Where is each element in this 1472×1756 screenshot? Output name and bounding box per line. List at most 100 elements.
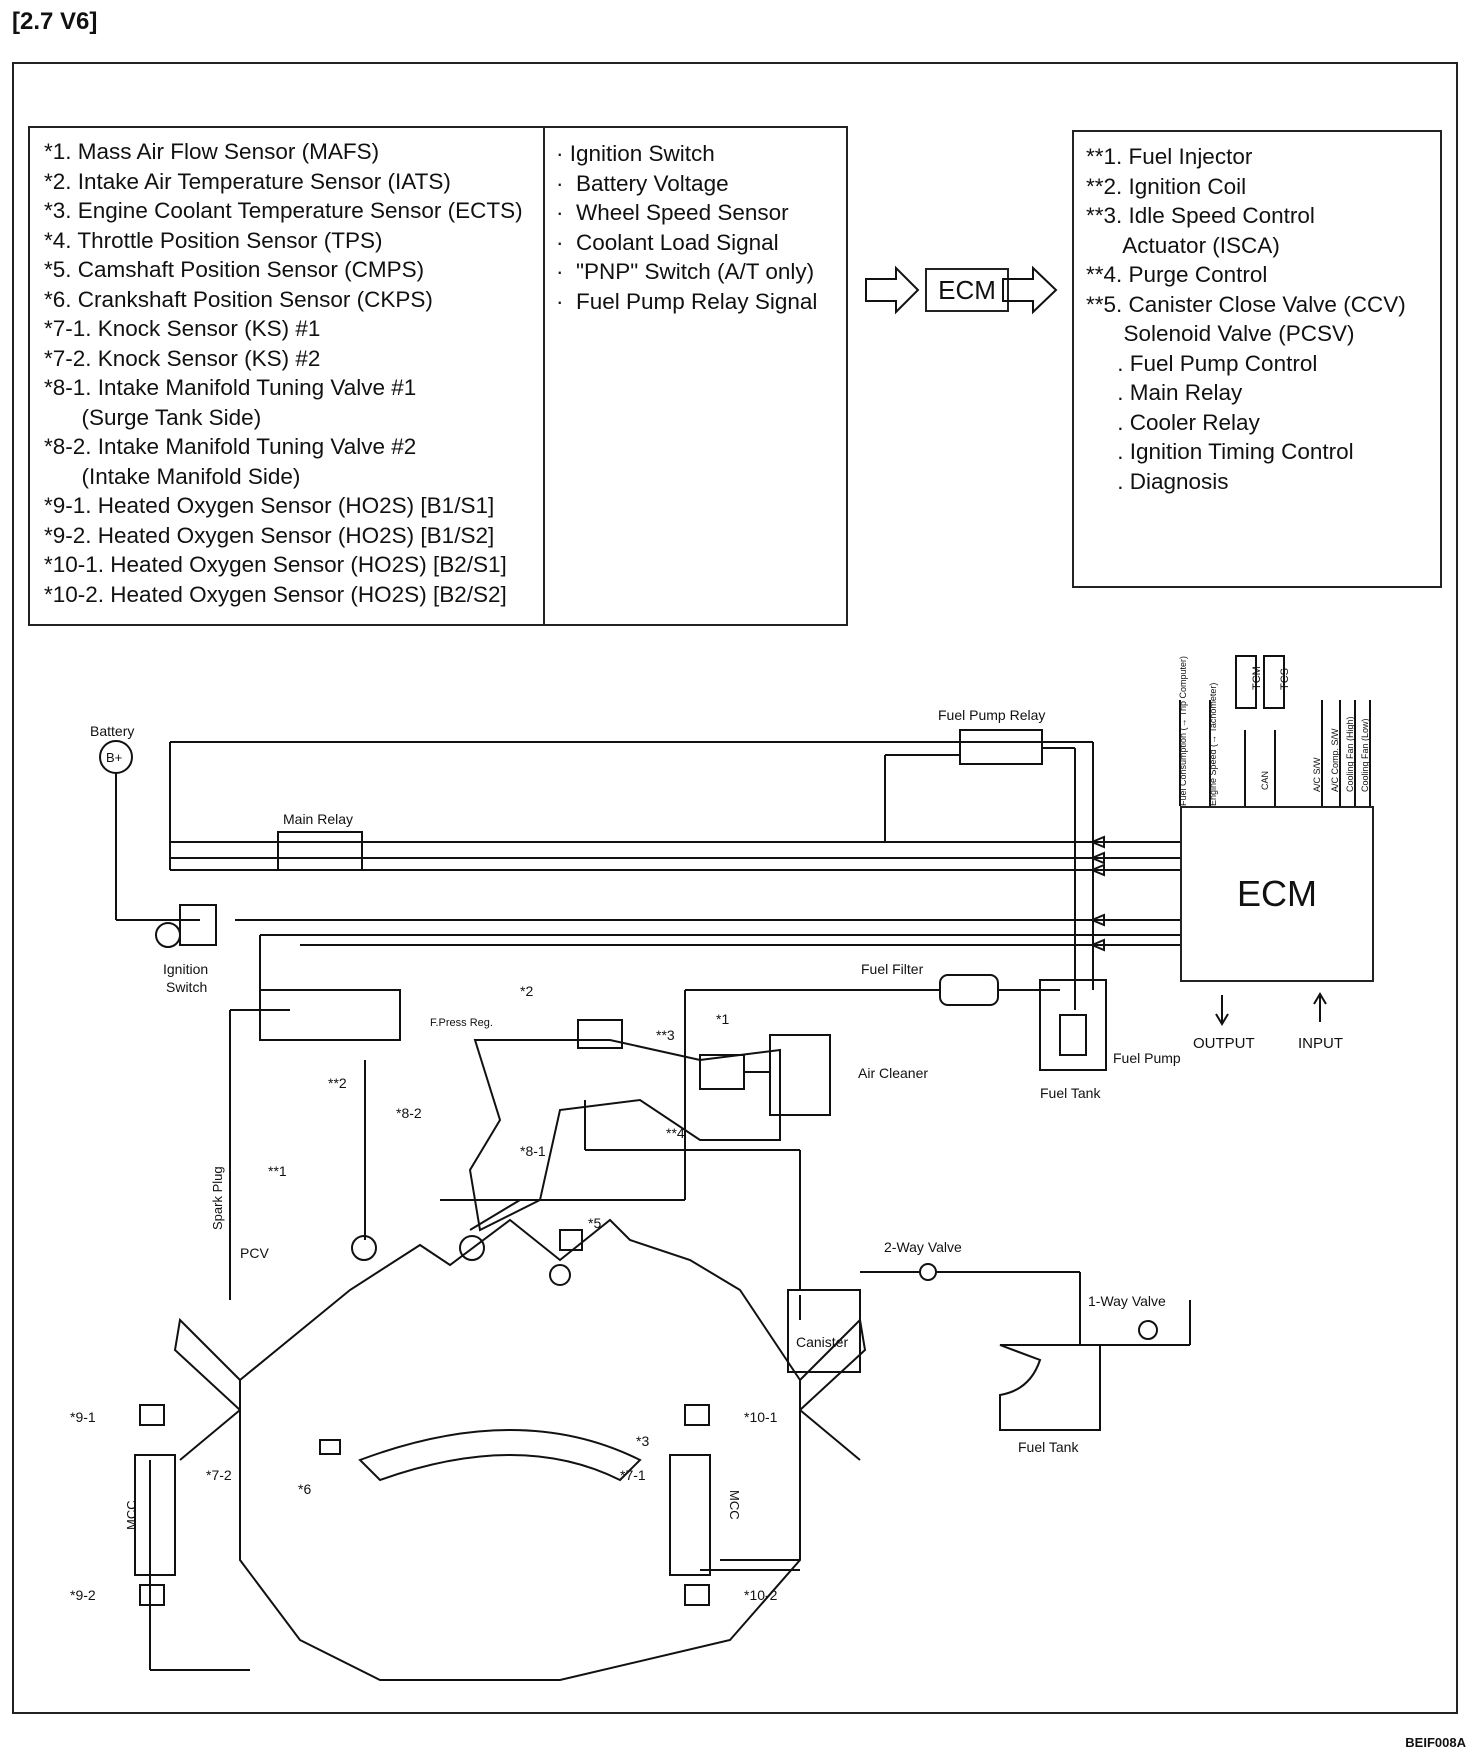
- callout-1b: **1: [268, 1163, 287, 1179]
- mcc-left-label: MCC: [124, 1500, 139, 1530]
- signal-item: · "PNP" Switch (A/T only): [556, 259, 815, 284]
- signal-item: · Fuel Pump Relay Signal: [556, 288, 818, 314]
- actuator-item: Actuator (ISCA): [1086, 232, 1280, 258]
- callout-91: *9-1: [70, 1409, 96, 1425]
- actuators-list: **1. Fuel Injector **2. Ignition Coil **3.…: [1086, 142, 1406, 496]
- sensor-item: *7-1. Knock Sensor (KS) #1: [44, 316, 321, 341]
- one-way-valve-label: 1-Way Valve: [1088, 1293, 1166, 1309]
- mcc-left-icon: [134, 1454, 176, 1576]
- sensors-list: *1. Mass Air Flow Sensor (MAFS) *2. Intak…: [44, 137, 523, 609]
- callout-2b: **2: [328, 1075, 347, 1091]
- tcs-box: [1263, 655, 1285, 709]
- sensor-item: (Intake Manifold Side): [44, 463, 301, 489]
- main-relay-icon: [277, 831, 363, 871]
- ecm-top-label-0: Fuel Consumption (→ Trip Computer): [1178, 656, 1188, 806]
- output-arrow-icon: [1002, 265, 1058, 315]
- ecm-top-label-4: A/C Comp. S/W: [1330, 728, 1340, 792]
- callout-3: *3: [636, 1433, 649, 1449]
- isca-icon: [577, 1019, 623, 1049]
- sensor-item: *5. Camshaft Position Sensor (CMPS): [44, 257, 425, 282]
- fuel-pump-icon: [1039, 979, 1107, 1071]
- sensor-item: *9-1. Heated Oxygen Sensor (HO2S) [B1/S1…: [44, 493, 495, 518]
- callout-2: *2: [520, 983, 533, 999]
- sensor-item: *7-2. Knock Sensor (KS) #2: [44, 345, 321, 371]
- battery-label: Battery: [90, 723, 134, 739]
- sensor-item: *1. Mass Air Flow Sensor (MAFS): [44, 139, 380, 164]
- sensor-item: *2. Intake Air Temperature Sensor (IATS): [44, 168, 451, 194]
- battery-symbol: B+: [106, 750, 122, 765]
- page-title: [2.7 V6]: [12, 8, 98, 35]
- fuel-pump-relay-label: Fuel Pump Relay: [938, 707, 1045, 723]
- canister-icon: [787, 1289, 861, 1373]
- actuator-item: . Cooler Relay: [1086, 409, 1260, 435]
- ecm-top-label-1: Engine Speed (→ Tachometer): [1208, 683, 1218, 806]
- callout-102: *10-2: [744, 1587, 778, 1603]
- tcs-label: TCS: [1279, 668, 1291, 690]
- signal-item: · Coolant Load Signal: [556, 229, 779, 255]
- sensor-item: *8-2. Intake Manifold Tuning Valve #2: [44, 434, 417, 459]
- callout-4: **4: [666, 1125, 685, 1141]
- output-label: OUTPUT: [1193, 1035, 1255, 1052]
- ecm-box-small: ECM: [925, 268, 1009, 312]
- callout-72: *7-2: [206, 1467, 232, 1483]
- right-bank: [799, 1317, 867, 1411]
- fuel-tank-top-label: Fuel Tank: [1040, 1085, 1101, 1101]
- mcc-right-label: MCC: [727, 1490, 742, 1520]
- actuator-item: Solenoid Valve (PCSV): [1086, 321, 1355, 346]
- table-divider: [543, 126, 545, 626]
- ignition-label-line2: Switch: [166, 979, 207, 995]
- callout-92: *9-2: [70, 1587, 96, 1603]
- tcm-label: TCM: [1251, 666, 1263, 690]
- callout-5: *5: [588, 1215, 601, 1231]
- fuel-tank-bottom-label: Fuel Tank: [1018, 1439, 1079, 1455]
- callout-82: *8-2: [396, 1105, 422, 1121]
- sensor-item: *10-1. Heated Oxygen Sensor (HO2S) [B2/S…: [44, 552, 507, 577]
- fuel-tank-bottom-icon: [999, 1344, 1101, 1431]
- main-relay-label: Main Relay: [283, 811, 353, 827]
- callout-101: *10-1: [744, 1409, 778, 1425]
- left-bank: [173, 1317, 241, 1411]
- signal-item: · Wheel Speed Sensor: [556, 200, 789, 225]
- sensor-item: *4. Throttle Position Sensor (TPS): [44, 227, 383, 253]
- two-way-valve-icon: [919, 1263, 937, 1281]
- actuator-item: **4. Purge Control: [1086, 262, 1268, 287]
- sensor-item: *3. Engine Coolant Temperature Sensor (E…: [44, 198, 523, 223]
- pcv-label: PCV: [240, 1245, 269, 1261]
- callout-6: *6: [298, 1481, 311, 1497]
- ecm-top-label-2: CAN: [1260, 771, 1270, 790]
- air-cleaner-label: Air Cleaner: [858, 1065, 928, 1081]
- signal-item: · Ignition Switch: [556, 141, 715, 166]
- one-way-valve-icon: [1138, 1320, 1158, 1340]
- ignition-coil-pack-icon: [259, 989, 401, 1041]
- output-list-box: [1072, 130, 1442, 588]
- actuator-item: **1. Fuel Injector: [1086, 144, 1253, 169]
- ecm-top-label-3: A/C S/W: [1312, 757, 1322, 792]
- ecm-box: ECM: [1180, 806, 1374, 982]
- crankshaft-gear: [358, 1429, 642, 1482]
- two-way-valve-label: 2-Way Valve: [884, 1239, 962, 1255]
- callout-81: *8-1: [520, 1143, 546, 1159]
- actuator-item: **5. Canister Close Valve (CCV): [1086, 291, 1406, 317]
- figure-code: BEIF008A: [1405, 1735, 1466, 1750]
- ckps-icon: [319, 1439, 341, 1455]
- fuel-pump-label: Fuel Pump: [1113, 1050, 1181, 1066]
- callout-3b: **3: [656, 1027, 675, 1043]
- fuel-pump-relay-icon: [959, 729, 1043, 765]
- actuator-item: . Main Relay: [1086, 380, 1243, 405]
- actuator-item: . Fuel Pump Control: [1086, 350, 1318, 376]
- canister-label: Canister: [796, 1334, 848, 1350]
- input-label: INPUT: [1298, 1035, 1343, 1052]
- tcm-box: [1235, 655, 1257, 709]
- callout-71: *7-1: [620, 1467, 646, 1483]
- actuator-item: **2. Ignition Coil: [1086, 173, 1247, 199]
- f-press-reg-label: F.Press Reg.: [430, 1017, 493, 1029]
- engine-block: [239, 1218, 801, 1681]
- sensor-item: *6. Crankshaft Position Sensor (CKPS): [44, 286, 433, 312]
- ignition-label-line1: Ignition: [163, 961, 208, 977]
- ecm-top-label-6: Cooling Fan (Low): [1360, 718, 1370, 792]
- callout-1: *1: [716, 1011, 729, 1027]
- input-list-table: [28, 126, 848, 626]
- actuator-item: **3. Idle Speed Control: [1086, 203, 1315, 228]
- ecm-top-label-5: Cooling Fan (High): [1345, 716, 1355, 792]
- fuel-filter-label: Fuel Filter: [861, 961, 924, 977]
